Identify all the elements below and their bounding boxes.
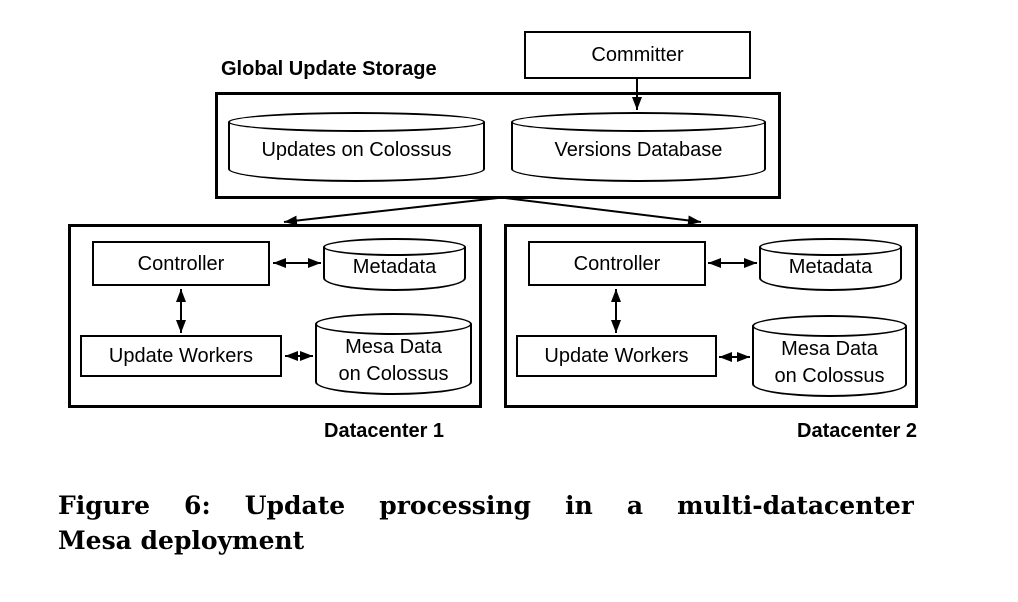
dc2-mesa-data-cylinder: Mesa Data on Colossus — [752, 315, 907, 397]
cylinder-body — [511, 122, 766, 182]
updates-on-colossus-label: Updates on Colossus — [261, 138, 452, 161]
dc2-metadata-label: Metadata — [788, 256, 873, 278]
cylinder-top-ellipse — [315, 313, 472, 335]
arrow-global-storage-to-datacenter-2 — [496, 196, 702, 226]
dc1-controller-box: Controller — [92, 241, 270, 286]
versions-database-label: Versions Database — [554, 138, 723, 161]
dc1-metadata-cylinder: Metadata — [323, 238, 466, 291]
dc1-metadata-label: Metadata — [352, 256, 437, 278]
figure-caption: Figure 6: Update processing in a multi-d… — [58, 488, 914, 558]
cylinder-body — [752, 326, 907, 397]
versions-database-cylinder: Versions Database — [511, 112, 766, 182]
dc2-mesa-data-label: Mesa Data on Colossus — [774, 338, 885, 387]
dc2-controller-box: Controller — [528, 241, 706, 286]
datacenter-2-label: Datacenter 2 — [797, 420, 918, 442]
datacenter-1-label: Datacenter 1 — [324, 420, 445, 442]
cylinder-body — [228, 122, 485, 182]
updates-on-colossus-cylinder: Updates on Colossus — [228, 112, 485, 182]
cylinder-top-ellipse — [759, 238, 902, 256]
caption-line-2: Mesa deployment — [58, 526, 305, 555]
cylinder-body — [315, 324, 472, 395]
global-update-storage-title: Global Update Storage — [221, 58, 437, 80]
cylinder-top-ellipse — [511, 112, 766, 132]
dc2-metadata-cylinder: Metadata — [759, 238, 902, 291]
caption-line-1: Figure 6: Update processing in a multi-d… — [58, 491, 914, 520]
dc1-mesa-data-cylinder: Mesa Data on Colossus — [315, 313, 472, 395]
arrow-global-storage-to-datacenter-1 — [283, 196, 508, 226]
dc2-update-workers-box: Update Workers — [516, 335, 717, 377]
cylinder-top-ellipse — [752, 315, 907, 337]
dc1-mesa-data-label: Mesa Data on Colossus — [338, 336, 449, 385]
cylinder-top-ellipse — [228, 112, 485, 132]
cylinder-top-ellipse — [323, 238, 466, 256]
dc1-update-workers-box: Update Workers — [80, 335, 282, 377]
committer-box: Committer — [524, 31, 751, 79]
